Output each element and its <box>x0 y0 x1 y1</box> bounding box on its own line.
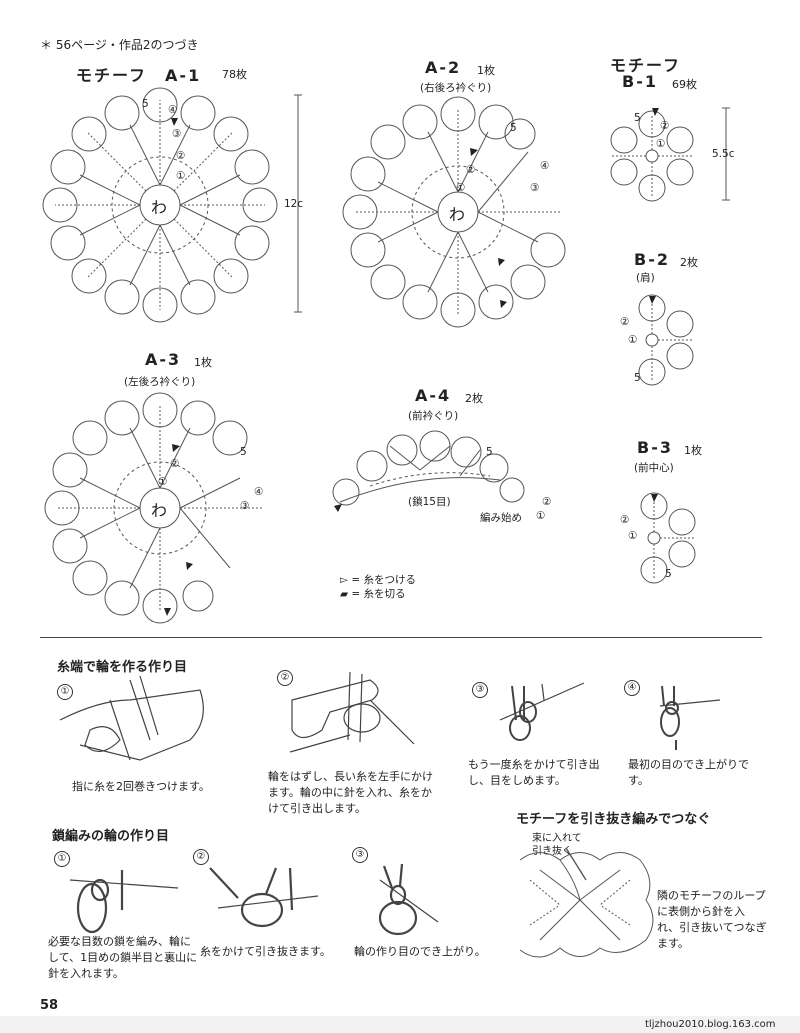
page-number: 58 <box>40 998 59 1013</box>
section1-step4-num: ④ <box>624 680 640 696</box>
motif-a3-sub: (左後ろ衿ぐり) <box>124 376 196 388</box>
motif-a2-title: A-2 <box>425 58 462 77</box>
motif-a1-round1: ① <box>176 170 186 182</box>
motif-a3-mark5: 5 <box>240 446 247 458</box>
motif-b1-title1: モチーフ <box>610 56 682 75</box>
motif-a1-count: 78枚 <box>222 68 247 81</box>
motif-a1-center: わ <box>151 198 168 217</box>
section3-title: モチーフを引き抜き編みでつなぐ <box>516 812 711 827</box>
section2-title: 鎖編みの輪の作り目 <box>52 829 170 844</box>
motif-b1-mark5: 5 <box>634 112 641 124</box>
motif-a4-count: 2枚 <box>465 392 483 405</box>
motif-a2-round3: ③ <box>530 182 540 194</box>
motif-a1-title: モチーフ A-1 <box>76 66 202 85</box>
section1-step1-num: ① <box>57 684 73 700</box>
motif-a2-mark5: 5 <box>510 122 517 134</box>
motif-a3-round4: ④ <box>254 486 264 498</box>
footer-bar <box>0 1016 800 1033</box>
section2-step1-text: 必要な目数の鎖を編み、輪にして、1目めの鎖半目と裏山に針を入れます。 <box>48 935 198 980</box>
motif-a2-round2: ② <box>466 164 476 176</box>
motif-a3-center: わ <box>151 501 168 520</box>
section2-step3-text: 輪の作り目のでき上がり。 <box>354 945 486 958</box>
motif-b2-mark5: 5 <box>634 372 641 384</box>
motif-b3-round1: ① <box>628 530 638 542</box>
section1-title: 糸端で輪を作る作り目 <box>57 660 188 675</box>
motif-a3-round3: ③ <box>240 500 250 512</box>
motif-a4-round2: ② <box>542 496 552 508</box>
motif-b3-count: 1枚 <box>684 444 702 457</box>
section1-step3-num: ③ <box>472 682 488 698</box>
motif-b2-round1: ① <box>628 334 638 346</box>
motif-a3-round1: ① <box>158 476 168 488</box>
page-header: ＊ 56ページ・作品2のつづき <box>40 38 199 52</box>
motif-a1-size: 12c <box>284 198 304 210</box>
motif-b2-sub: (肩) <box>636 272 655 284</box>
section3-text: 隣のモチーフのループに表側から針を入れ、引き抜いてつなぎます。 <box>657 889 767 950</box>
motif-b2-round2: ② <box>620 316 630 328</box>
motif-a3-title: A-3 <box>145 350 182 369</box>
section1-step2-num: ② <box>277 670 293 686</box>
section2-step1-num: ① <box>54 851 70 867</box>
motif-a3-round2: ② <box>170 458 180 470</box>
motif-b1-title2: B-1 <box>622 72 658 91</box>
section1-step1-text: 指に糸を2回巻きつけます。 <box>72 780 210 793</box>
legend-attach: ▻ = 糸をつける <box>340 574 417 586</box>
motif-a4-round1: ① <box>536 510 546 522</box>
motif-a4-mark5: 5 <box>486 446 493 458</box>
motif-a2-center: わ <box>449 205 466 224</box>
motif-a2-round1: ① <box>456 182 466 194</box>
motif-b2-count: 2枚 <box>680 256 698 269</box>
motif-b3-mark5: 5 <box>665 568 672 580</box>
section1-step4-text: 最初の目のでき上がりです。 <box>628 758 749 787</box>
motif-a4-sub: (前衿ぐり) <box>408 410 459 422</box>
section2-step2-text: 糸をかけて引き抜きます。 <box>200 945 331 958</box>
motif-a2-count: 1枚 <box>477 64 495 77</box>
legend-cut: ▰ = 糸を切る <box>340 588 406 600</box>
section1-step2-text: 輪をはずし、長い糸を左手にかけます。輪の中に針を入れ、糸をかけて引き出します。 <box>268 770 433 815</box>
motif-b3-title: B-3 <box>637 438 673 457</box>
motif-a1-round4: ④ <box>168 104 178 116</box>
section3-label: 束に入れて引き抜く <box>532 833 582 857</box>
motif-b3-round2: ② <box>620 514 630 526</box>
section2-step3-num: ③ <box>352 847 368 863</box>
section2-step2-num: ② <box>193 849 209 865</box>
motif-a4-chain-label: (鎖15目) <box>408 496 451 508</box>
motif-a4-start-label: 編み始め <box>480 512 522 524</box>
motif-b1-round1: ① <box>656 138 666 150</box>
motif-b1-size: 5.5c <box>712 148 735 160</box>
motif-b1-round2: ② <box>660 120 670 132</box>
motif-a4-title: A-4 <box>415 386 452 405</box>
motif-a1-mark5: 5 <box>142 98 149 110</box>
motif-a1-round3: ③ <box>172 128 182 140</box>
motif-a3-count: 1枚 <box>194 356 212 369</box>
motif-b2-title: B-2 <box>634 250 670 269</box>
section-divider <box>40 637 762 638</box>
motif-a2-round4: ④ <box>540 160 550 172</box>
motif-a1-round2: ② <box>176 150 186 162</box>
section1-step3-text: もう一度糸をかけて引き出し、目をしめます。 <box>468 758 600 787</box>
footer-watermark: tljzhou2010.blog.163.com <box>645 1019 776 1030</box>
motif-b1-count: 69枚 <box>672 78 697 91</box>
motif-a2-sub: (右後ろ衿ぐり) <box>420 82 492 94</box>
motif-b3-sub: (前中心) <box>634 462 674 474</box>
